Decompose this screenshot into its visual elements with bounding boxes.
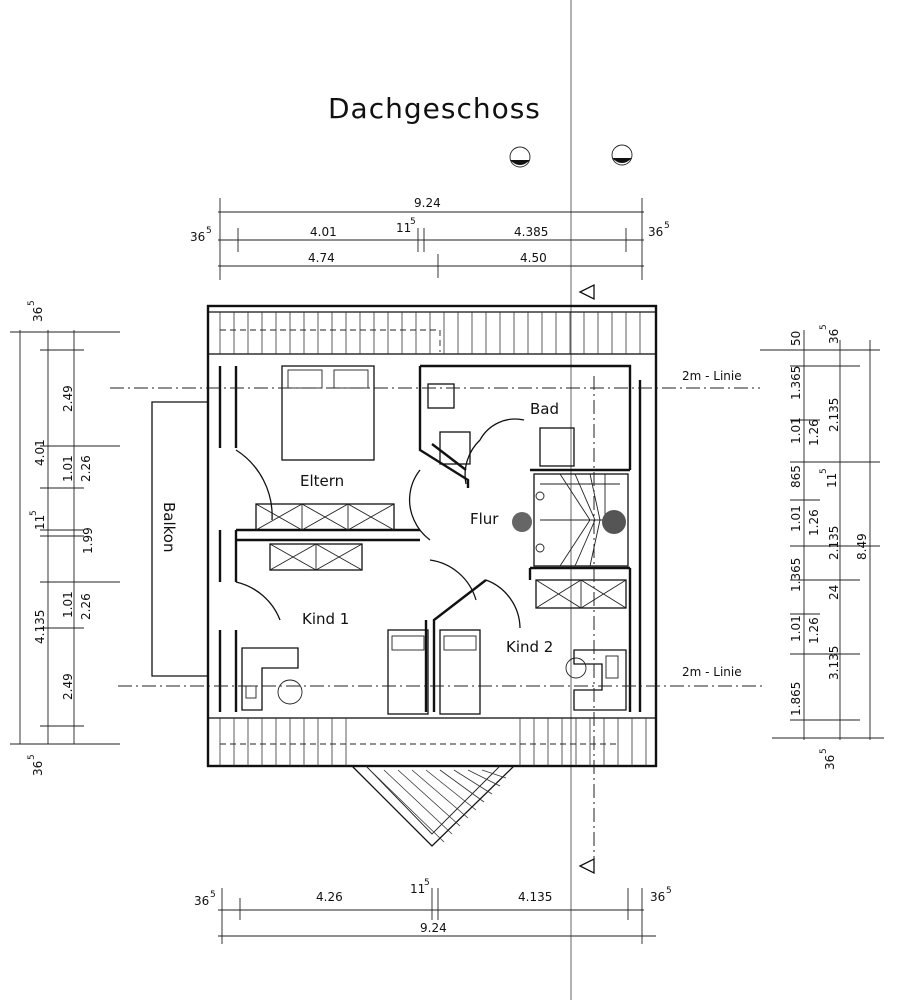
right-dimension-chain: 50 1.365 1.01 865 1.01 1.365 1.01 1.865 …: [760, 324, 884, 770]
dim-top-overall: 9.24: [414, 196, 441, 210]
dim-right-s1: 36: [827, 329, 841, 344]
wardrobe-eltern: [255, 503, 395, 531]
dim-left-g: 1.01: [61, 591, 75, 618]
dim-right-s10: 36: [823, 755, 837, 770]
desk-kind2: [565, 649, 627, 711]
dim-top-wall-left: 36: [190, 230, 205, 244]
dim-top-wall-left-sup: 5: [206, 226, 212, 236]
top-roof-hatching: [219, 312, 641, 354]
dim-right-r8: 1.865: [789, 682, 803, 716]
dim-right-r6: 1.365: [789, 558, 803, 592]
dim-bottom-seg2: 4.135: [518, 890, 552, 904]
dim-right-r2: 1.365: [789, 366, 803, 400]
dim-bottom-wall-left: 36: [194, 894, 209, 908]
section-marker-icon: [578, 283, 595, 875]
dim-bottom-seg1: 4.26: [316, 890, 343, 904]
interior-walls: [218, 364, 642, 712]
room-label-kind1: Kind 1: [302, 610, 349, 628]
dim-left-wall-bottom: 36: [31, 761, 45, 776]
dim-right-overall: 8.49: [855, 533, 869, 560]
dim-top-seg1: 4.01: [310, 225, 337, 239]
dim-bottom-wall-left-sup: 5: [210, 890, 216, 900]
dim-bottom-mid-sup: 5: [424, 878, 430, 888]
dim-top-row3-b: 4.50: [520, 251, 547, 265]
dim-right-r4: 865: [789, 465, 803, 488]
dim-left-i: 4.135: [33, 610, 47, 644]
dim-bottom-wall-right: 36: [650, 890, 665, 904]
room-label-bad: Bad: [530, 400, 559, 418]
dim-left-b: 4.01: [33, 439, 47, 466]
dim-right-s4: 11: [825, 473, 839, 488]
staircase: [512, 473, 629, 567]
dim-right-s7: 24: [827, 585, 841, 600]
dim-left-h: 2.26: [79, 593, 93, 620]
building-outline: [206, 304, 658, 847]
dim-right-r5: 1.01: [789, 505, 803, 532]
room-label-kind2: Kind 2: [506, 638, 553, 656]
dim-left-c: 1.01: [61, 455, 75, 482]
dim-top-wall-right-sup: 5: [664, 221, 670, 231]
dim-top-row3-a: 4.74: [308, 251, 335, 265]
room-label-eltern: Eltern: [300, 472, 344, 490]
top-dimension-chain: 9.24 36 5 4.01 11 5 4.385 36 5 4.74 4.50: [190, 196, 670, 280]
dim-bottom-overall: 9.24: [420, 921, 447, 935]
desk-kind1: [241, 647, 303, 711]
two-meter-lines: 2m - Linie 2m - Linie: [110, 369, 762, 860]
north-marker-icon: [509, 144, 633, 168]
door-swings: [235, 418, 525, 629]
dim-right-s4-sup: 5: [819, 468, 829, 474]
beds-kind2: [387, 629, 481, 715]
dim-right-s9: 3.135: [827, 646, 841, 680]
dim-left-j: 2.49: [61, 673, 75, 700]
dim-right-s1-sup: 5: [819, 324, 829, 330]
dim-right-s6: 1.26: [807, 509, 821, 536]
dim-right-s8: 1.26: [807, 617, 821, 644]
dim-left-e: 11: [33, 515, 47, 530]
dim-right-s5: 2.135: [827, 526, 841, 560]
dim-left-a: 2.49: [61, 385, 75, 412]
two-meter-line-label-upper: 2m - Linie: [682, 369, 742, 383]
dim-left-wall-top: 36: [31, 307, 45, 322]
plan-title: Dachgeschoss: [328, 92, 541, 125]
dormer-hatching: [371, 769, 507, 843]
bottom-dimension-chain: 36 5 4.26 11 5 4.135 36 5 9.24: [194, 878, 672, 944]
dim-right-r7: 1.01: [789, 615, 803, 642]
dim-right-s10-sup: 5: [819, 748, 829, 754]
dim-top-wall-right: 36: [648, 225, 663, 239]
dim-right-r1: 50: [789, 331, 803, 346]
dim-right-r3: 1.01: [789, 417, 803, 444]
double-bed: [281, 365, 375, 461]
dim-left-f: 1.99: [81, 527, 95, 554]
dim-bottom-mid: 11: [410, 882, 425, 896]
dim-top-mid: 11: [396, 221, 411, 235]
wardrobe-kind1: [269, 543, 363, 571]
bathroom-fixtures: [427, 383, 575, 467]
dim-left-wall-top-sup: 5: [27, 300, 37, 306]
dim-left-wall-bottom-sup: 5: [27, 754, 37, 760]
room-label-flur: Flur: [470, 510, 499, 528]
two-meter-line-label-lower: 2m - Linie: [682, 665, 742, 679]
wardrobe-kind2: [535, 579, 627, 609]
dim-right-s3: 1.26: [807, 419, 821, 446]
left-dimension-chain: 36 5 2.49 4.01 1.01 2.26 11 5 1.99 1.01 …: [10, 300, 120, 776]
room-label-balkon: Balkon: [160, 502, 178, 553]
dim-left-d: 2.26: [79, 455, 93, 482]
dim-left-e-sup: 5: [29, 510, 39, 516]
bottom-roof-hatching: [219, 718, 647, 766]
balcony: Balkon: [151, 401, 208, 677]
dim-bottom-wall-right-sup: 5: [666, 886, 672, 896]
dim-top-seg2: 4.385: [514, 225, 548, 239]
dim-right-s2: 2.135: [827, 398, 841, 432]
dim-top-mid-sup: 5: [410, 217, 416, 227]
